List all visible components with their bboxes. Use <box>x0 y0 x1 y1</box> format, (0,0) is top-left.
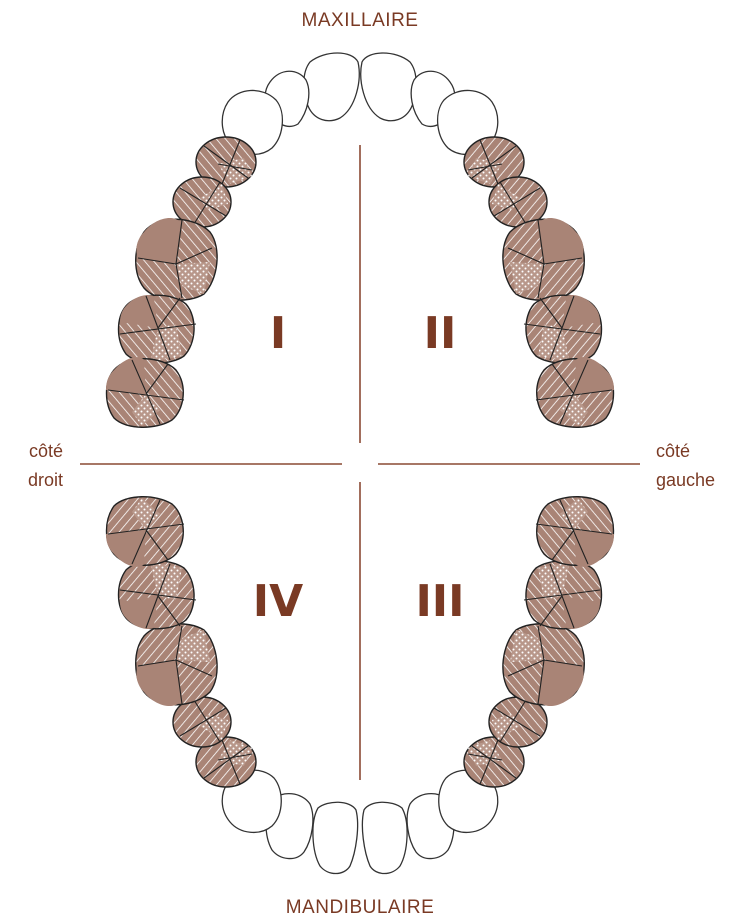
tooth-molar-1 <box>135 623 218 707</box>
upper-incisor-left-central <box>360 52 417 122</box>
tooth-molar-1 <box>502 623 585 707</box>
lower-incisor-right-central <box>312 801 359 875</box>
tooth-molar-3 <box>535 357 615 428</box>
right-side-label-line2: droit <box>28 470 63 490</box>
left-side-label-line2: gauche <box>656 470 715 490</box>
left-side-label-line1: côté <box>656 441 690 461</box>
tooth-molar-2 <box>523 560 603 630</box>
quadrant-II-label: II <box>424 308 457 359</box>
tooth-molar-2 <box>523 294 603 364</box>
quadrant-III-label: III <box>415 576 464 627</box>
tooth-molar-1 <box>135 217 218 301</box>
tooth-molar-3 <box>105 496 185 567</box>
tooth-premolar-1 <box>195 736 257 788</box>
quadrant-I-label: I <box>270 308 286 359</box>
lower-incisor-left-central <box>361 801 408 875</box>
right-side-label-line1: côté <box>29 441 63 461</box>
mandibular-label: MANDIBULAIRE <box>286 897 435 918</box>
tooth-molar-3 <box>535 496 615 567</box>
tooth-molar-1 <box>502 217 585 301</box>
tooth-premolar-2 <box>488 176 548 228</box>
lower-front-teeth <box>221 769 499 875</box>
tooth-premolar-2 <box>172 176 232 228</box>
tooth-premolar-2 <box>488 696 548 748</box>
tooth-molar-2 <box>117 294 197 364</box>
upper-front-teeth <box>221 52 499 155</box>
quadrant-I-posterior-teeth <box>105 136 257 428</box>
tooth-molar-3 <box>105 357 185 428</box>
tooth-premolar-2 <box>172 696 232 748</box>
maxillary-label: MAXILLAIRE <box>302 10 419 31</box>
upper-incisor-right-central <box>303 52 360 122</box>
quadrant-IV-label: IV <box>253 576 303 627</box>
quadrant-II-posterior-teeth <box>463 136 615 428</box>
quadrant-IV-posterior-teeth <box>105 496 257 788</box>
quadrant-III-posterior-teeth <box>463 496 615 788</box>
tooth-premolar-1 <box>463 136 525 188</box>
tooth-premolar-1 <box>195 136 257 188</box>
tooth-molar-2 <box>117 560 197 630</box>
